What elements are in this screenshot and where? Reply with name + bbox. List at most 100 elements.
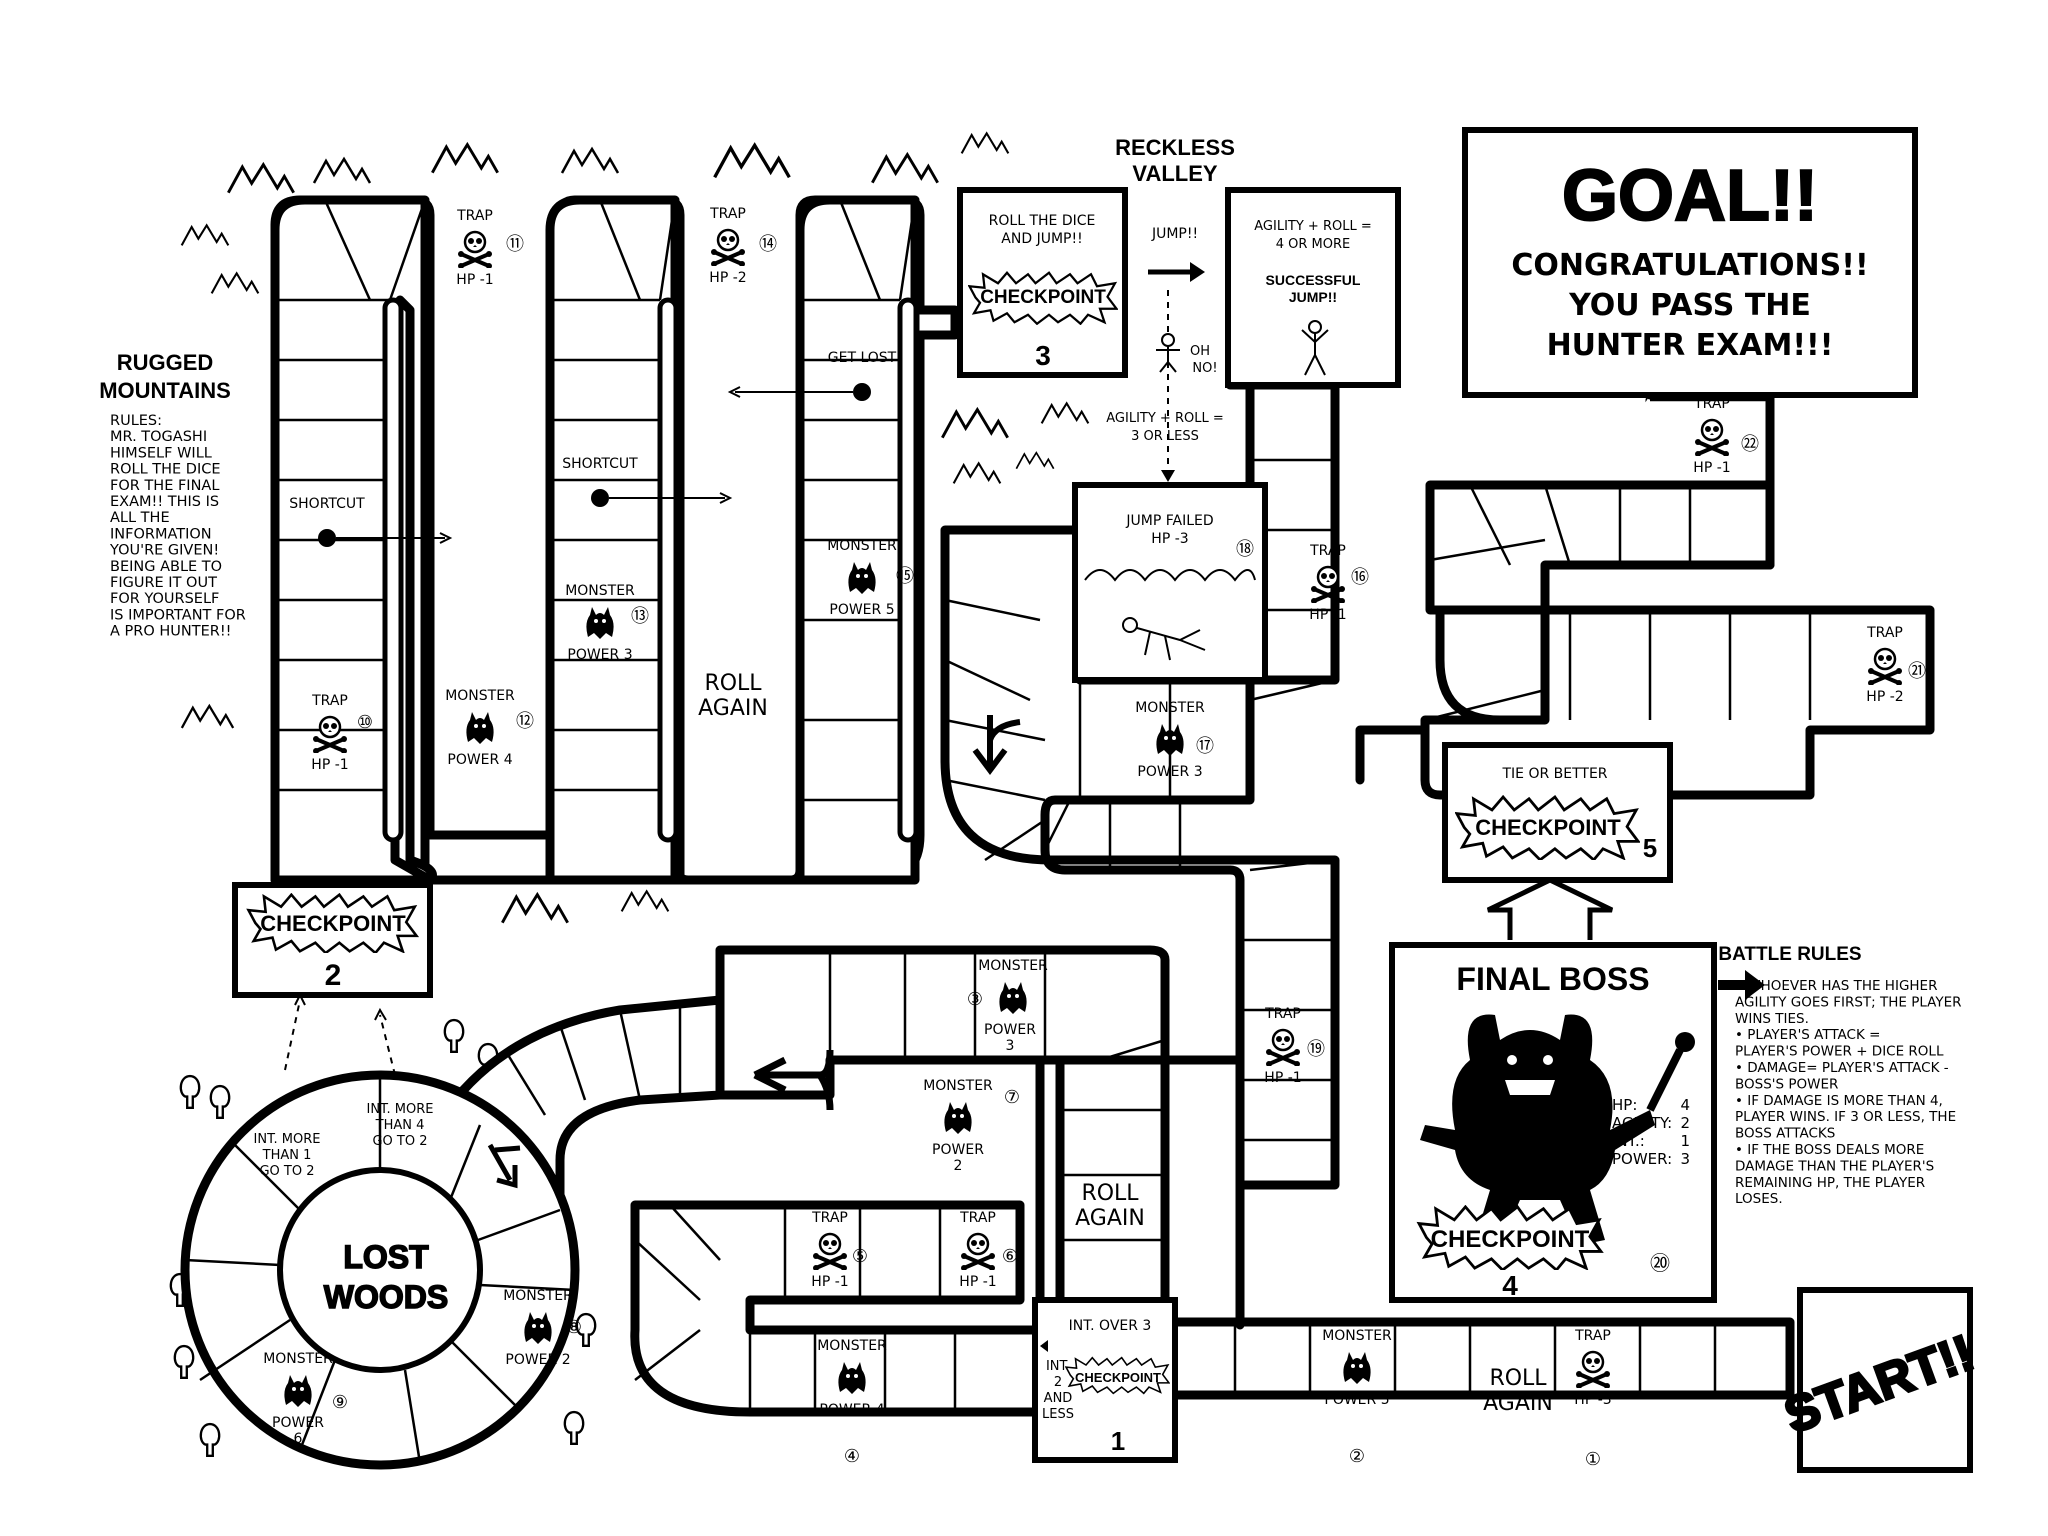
svg-text:AGILITY + ROLL =: AGILITY + ROLL = [1106,411,1223,426]
checkpoint-2-number: 2 [325,959,342,992]
svg-text:OH: OH [1190,344,1210,359]
space-effect: POWER 3 [567,647,632,663]
rules-line: ROLL THE DICE [110,462,221,478]
success-2: JUMP!! [1289,289,1337,305]
battle-rule-line: • DAMAGE= PLAYER'S ATTACK - [1735,1060,1949,1076]
rules-line: RULES: [110,413,162,429]
roll-again-label: ROLL [1489,1366,1547,1391]
battle-rules-title: BATTLE RULES [1718,944,1861,965]
space-number: ⑧ [566,1317,582,1337]
monster-silhouette-icon [466,712,494,744]
space-number: ㉑ [1908,661,1926,681]
space-number-18: ⑱ [1236,539,1254,559]
svg-text:NO!: NO! [1192,361,1217,376]
space-effect: HP -2 [1866,689,1903,705]
roll-again-label: AGAIN [1483,1391,1553,1416]
checkpoint-4-number: 4 [1502,1270,1518,1301]
svg-text:JUMP FAILED: JUMP FAILED [1125,513,1213,529]
track [180,195,1935,1470]
rules-line: EXAM!! THIS IS [110,494,219,510]
checkpoint-5: TIE OR BETTER CHECKPOINT 5 [1442,742,1673,940]
space-effect: POWER 4 [447,752,512,768]
monster-silhouette-icon [944,1102,972,1134]
svg-text:YOU PASS THE: YOU PASS THE [1568,288,1811,323]
checkpoint-3-number: 3 [1035,340,1051,371]
space-effect: POWER 5 [1324,1392,1389,1408]
space-type: TRAP [1866,625,1903,641]
space-effect: POWER 2 [505,1352,570,1368]
skull-crossbones-icon [709,228,747,266]
battle-rule-line: • IF DAMAGE IS MORE THAN 4, [1735,1093,1943,1109]
space-type: TRAP [1574,1328,1611,1344]
boss-stat-label: HP: [1612,1096,1637,1114]
space-number-20: ⑳ [1650,1252,1670,1275]
space-type: TRAP [1309,543,1346,559]
checkpoint-3-label: CHECKPOINT [980,287,1106,308]
svg-text:AND JUMP!!: AND JUMP!! [1001,231,1082,247]
roll-again-label: AGAIN [698,696,768,721]
space-number: ⑭ [759,234,777,254]
stick-figure-icon [1156,333,1180,373]
woods-rule: GO TO 2 [259,1164,314,1179]
roll-again-label: ROLL [704,671,762,696]
space-number: ⑲ [1307,1039,1325,1059]
svg-text:3 OR LESS: 3 OR LESS [1131,429,1199,444]
space-number: ⑮ [896,566,914,586]
space-effect: HP -1 [456,272,493,288]
checkpoint-4-label: CHECKPOINT [1431,1226,1590,1253]
space-effect: 3 [1006,1038,1015,1054]
jump-area: JUMP!! OH NO! AGILITY + ROLL = 3 OR LESS… [1072,187,1401,683]
svg-text:AND: AND [1044,1391,1073,1406]
final-boss-title: FINAL BOSS [1456,961,1649,997]
rules-line: FIGURE IT OUT [110,575,217,591]
space-number: ⑬ [631,606,649,626]
failed-2: HP -3 [1151,531,1188,547]
skull-crossbones-icon [456,230,494,268]
battle-rule-line: BOSS ATTACKS [1735,1126,1835,1142]
arrow-icon [753,1049,834,1111]
space-effect: HP -3 [1574,1392,1611,1408]
rules-line: HIMSELF WILL [110,445,212,461]
checkpoint-2: CHECKPOINT 2 [232,882,433,998]
battle-rule-line: LOSES. [1735,1191,1783,1207]
space-effect: HP -1 [959,1274,996,1290]
space-type: MONSTER [817,1338,887,1354]
checkpoint-1-number: 1 [1111,1426,1125,1456]
battle-rule-line: PLAYER'S POWER + DICE ROLL [1735,1044,1944,1060]
rules-line: A PRO HUNTER!! [110,624,231,640]
arrow-icon [487,1143,521,1189]
rules-line: BEING ABLE TO [110,559,222,575]
space-type: MONSTER [1135,700,1205,716]
svg-text:SUCCESSFUL: SUCCESSFUL [1266,272,1361,288]
woods-rule: THAN 1 [262,1148,312,1163]
space-number: ㉒ [1741,434,1759,454]
oh-no-1: OH [1190,344,1210,359]
rules-line: MR. TOGASHI [110,429,207,445]
stick-figure-icon [1301,320,1329,376]
space-number: ⑦ [1004,1087,1020,1107]
space-number: ⑤ [852,1246,868,1266]
checkpoint-1-label: CHECKPOINT [1075,1370,1161,1385]
rules-line: IS IMPORTANT FOR [110,607,246,623]
boss-stat-label: POWER: [1612,1150,1672,1168]
space-type: TRAP [456,208,493,224]
space-effect: 6 [294,1431,303,1447]
oh-no-2: NO! [1192,361,1217,376]
space-type: TRAP [959,1210,996,1226]
svg-text:HP -3: HP -3 [1151,531,1188,547]
success-req-1: AGILITY + ROLL = [1254,219,1371,234]
space-type: TRAP [311,693,348,709]
space-effect: POWER [984,1022,1036,1038]
